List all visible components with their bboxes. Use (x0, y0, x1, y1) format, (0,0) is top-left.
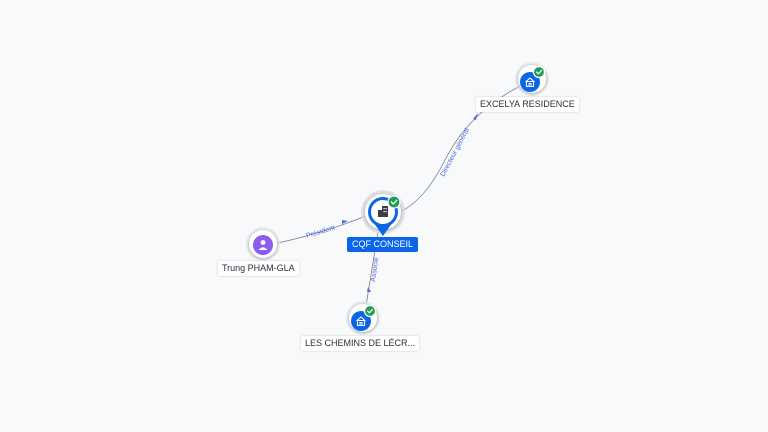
verified-check-icon (387, 195, 401, 209)
node-cqf-conseil[interactable] (361, 190, 405, 236)
building-icon (378, 206, 388, 217)
edge-label-associe: Associé (370, 257, 380, 282)
arrow-icon (473, 113, 478, 120)
node-label-cqf-conseil[interactable]: CQF CONSEIL (347, 237, 419, 252)
node-excelya-residence[interactable] (515, 62, 549, 96)
edge-label-directeur-general: Directeur général (440, 127, 472, 178)
person-icon (258, 240, 268, 250)
node-label-excelya-residence[interactable]: EXCELYA RESIDENCE (476, 97, 579, 112)
house-icon (525, 77, 535, 88)
verified-check-icon (532, 65, 546, 79)
node-label-trung-pham-gla[interactable]: Trung PHAM-GLA (218, 261, 299, 276)
house-icon (356, 316, 366, 327)
arrow-icon (342, 220, 348, 224)
node-les-chemins[interactable] (346, 301, 380, 335)
node-trung-pham-gla[interactable] (246, 227, 280, 261)
edge-label-president: Président (306, 225, 336, 240)
node-label-les-chemins[interactable]: LES CHEMINS DE LÉCR... (301, 336, 420, 351)
verified-check-icon (363, 304, 377, 318)
arrow-icon (367, 287, 371, 292)
